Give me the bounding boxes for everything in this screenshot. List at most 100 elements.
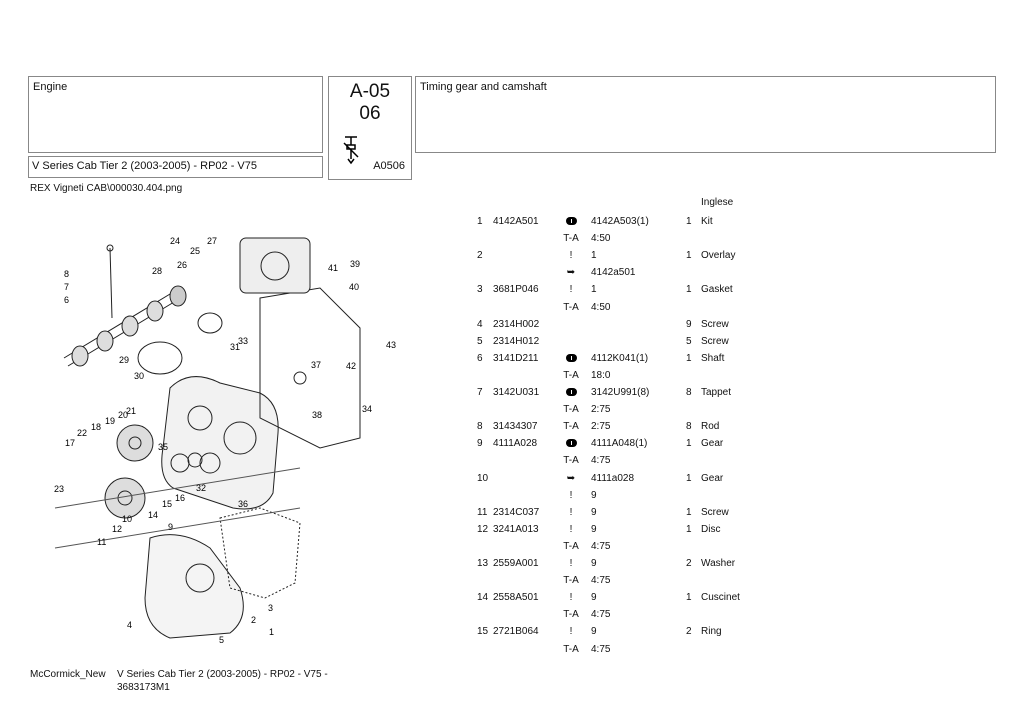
footer-model: V Series Cab Tier 2 (2003-2005) - RP02 -… <box>117 669 328 693</box>
callout-number: 24 <box>170 236 180 246</box>
callout-number: 27 <box>207 236 217 246</box>
parts-cell-pn: 2558A501 <box>493 592 539 604</box>
parts-cell-pn: 4111A028 <box>493 438 538 450</box>
parts-cell-ref: 9 <box>591 592 597 604</box>
parts-cell-qty: 2 <box>686 558 692 569</box>
callout-number: 35 <box>158 442 168 452</box>
parts-cell-ref: 4112K041(1) <box>591 352 649 364</box>
replaced-by-arrow-icon: ➥ <box>566 472 576 484</box>
parts-cell-qty: 1 <box>686 592 692 604</box>
parts-cell-ref: 2:75 <box>591 421 611 433</box>
callout-number: 39 <box>350 259 360 269</box>
parts-cell-qty: 8 <box>686 387 692 398</box>
callout-number: 4 <box>127 620 132 630</box>
callout-number: 33 <box>238 336 248 346</box>
timing-cover-drawing <box>144 534 244 639</box>
parts-cell-sym: T-A <box>563 575 579 587</box>
callout-number: 16 <box>175 493 185 503</box>
parts-cell-ref: 9 <box>591 523 597 535</box>
parts-cell-qty: 2 <box>686 626 692 638</box>
group-code-small: A0506 <box>373 160 405 172</box>
callout-number: 21 <box>126 406 136 416</box>
parts-cell-desc: Screw <box>701 318 729 330</box>
parts-cell-ref: 4111A048(1) <box>591 438 648 450</box>
parts-cell-sym: T-A <box>563 369 579 381</box>
parts-cell-sym: ! <box>569 284 573 296</box>
parts-cell-ref: 3142U991(8) <box>591 387 650 398</box>
model-line-box: V Series Cab Tier 2 (2003-2005) - RP02 -… <box>28 156 323 178</box>
parts-cell-no: 14 <box>477 592 489 604</box>
parts-cell-qty: 1 <box>686 250 692 262</box>
parts-cell-ref: 9 <box>591 558 597 569</box>
callout-number: 23 <box>54 484 64 494</box>
parts-cell-sym: T-A <box>563 301 579 313</box>
parts-cell-pn: 31434307 <box>493 421 538 433</box>
parts-cell-no: 12 <box>477 523 489 535</box>
parts-cell-no: 9 <box>477 438 483 450</box>
callout-number: 12 <box>112 524 122 534</box>
callout-number: 42 <box>346 361 356 371</box>
parts-cell-ref: 4:75 <box>591 575 611 587</box>
parts-cell-no: 15 <box>477 626 489 638</box>
parts-cell-ref: 1 <box>591 284 597 296</box>
parts-cell-no: 6 <box>477 352 483 364</box>
parts-cell-sym: T-A <box>563 643 579 655</box>
parts-cell-no: 13 <box>477 558 489 569</box>
callout-number: 6 <box>64 295 69 305</box>
callout-number: 37 <box>311 360 321 370</box>
parts-cell-ref: 9 <box>591 489 597 501</box>
parts-cell-no: 4 <box>477 318 483 330</box>
parts-cell-qty: 8 <box>686 421 692 433</box>
parts-cell-ref: 9 <box>591 626 597 638</box>
group-code: A-05 06 <box>329 81 411 125</box>
page-title-box: Timing gear and camshaft <box>415 76 996 153</box>
parts-cell-pn: 4142A501 <box>493 216 539 227</box>
parts-cell-desc: Screw <box>701 506 729 518</box>
callout-number: 1 <box>269 627 274 637</box>
parts-cell-ref: 4:75 <box>591 609 611 621</box>
mod-disc-icon <box>563 216 579 227</box>
parts-cell-desc: Gear <box>701 472 724 484</box>
callout-number: 38 <box>312 410 322 420</box>
section-box: Engine <box>28 76 323 153</box>
callout-number: 5 <box>219 635 224 645</box>
callout-number: 14 <box>148 510 158 520</box>
callout-number: 32 <box>196 483 206 493</box>
callout-number: 18 <box>91 422 101 432</box>
group-code-line1: A-05 <box>349 81 391 102</box>
callout-number: 8 <box>64 269 69 279</box>
mod-disc-icon <box>563 387 579 398</box>
parts-cell-sym: T-A <box>563 609 579 621</box>
parts-cell-no: 5 <box>477 335 483 347</box>
parts-cell-ref: 4:75 <box>591 643 611 655</box>
parts-cell-ref: 4:75 <box>591 455 611 467</box>
parts-cell-sym: ! <box>569 626 573 638</box>
parts-cell-qty: 1 <box>686 438 692 450</box>
parts-cell-desc: Rod <box>701 421 720 433</box>
callout-number: 41 <box>328 263 338 273</box>
parts-cell-desc: Gasket <box>701 284 733 296</box>
parts-cell-pn: 3142U031 <box>493 387 540 398</box>
parts-cell-ref: 4142A503(1) <box>591 216 649 227</box>
parts-cell-ref: 4:75 <box>591 540 611 552</box>
parts-cell-no: 11 <box>477 506 488 518</box>
parts-cell-no: 1 <box>477 216 483 227</box>
parts-cell-no: 10 <box>477 472 489 484</box>
parts-cell-qty: 1 <box>686 506 692 518</box>
timing-housing-drawing <box>161 376 279 510</box>
parts-cell-ref: 4:50 <box>591 233 611 245</box>
callout-number: 11 <box>97 537 106 547</box>
parts-cell-qty: 1 <box>686 284 692 296</box>
parts-cell-desc: Tappet <box>701 387 732 398</box>
engine-part-icon <box>343 136 359 165</box>
parts-cell-desc: Overlay <box>701 250 736 262</box>
parts-cell-desc: Gear <box>701 438 724 450</box>
callout-number: 40 <box>349 282 359 292</box>
callout-number: 34 <box>362 404 372 414</box>
callout-number: 28 <box>152 266 162 276</box>
parts-cell-sym: ! <box>569 523 573 535</box>
parts-cell-desc: Cuscinet <box>701 592 740 604</box>
parts-cell-pn: 2314C037 <box>493 506 540 518</box>
callout-number: 7 <box>64 282 69 292</box>
